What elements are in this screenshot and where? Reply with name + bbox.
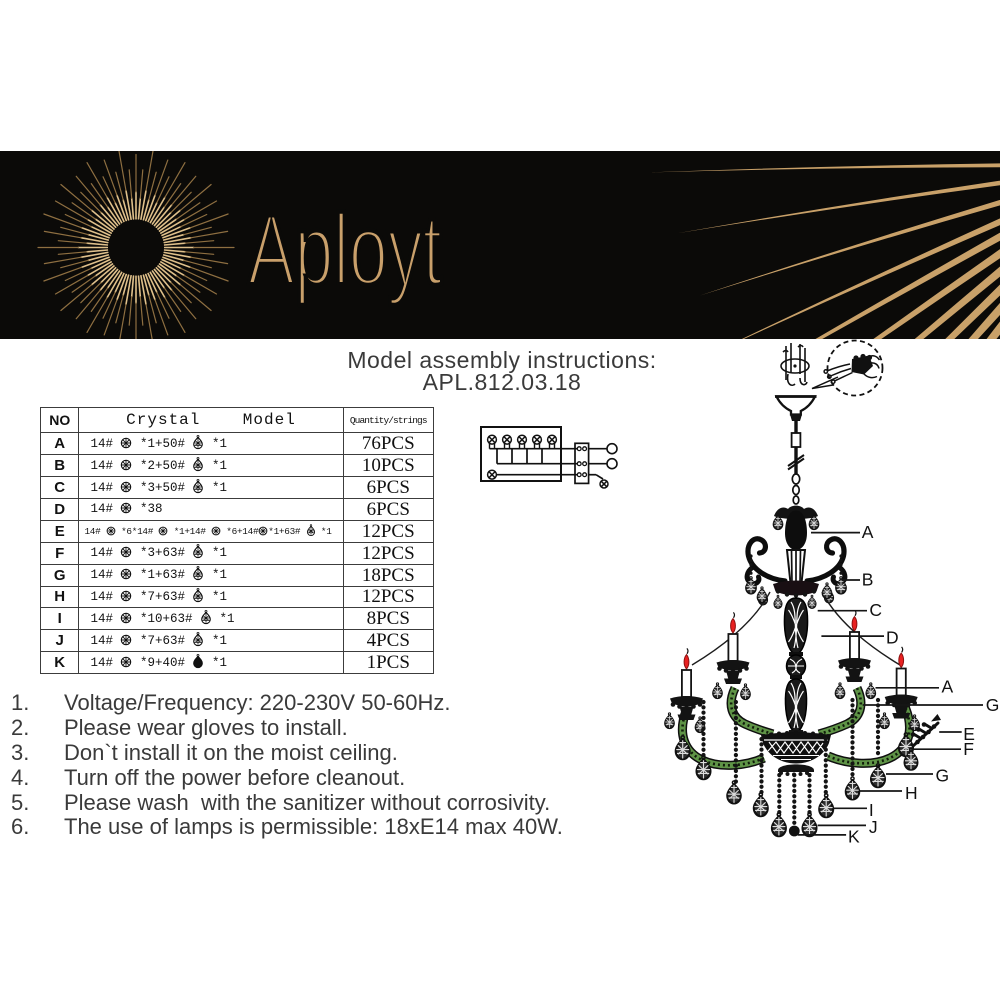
svg-text:F: F xyxy=(963,739,974,759)
svg-text:I: I xyxy=(869,800,874,820)
svg-text:E: E xyxy=(963,724,975,744)
svg-text:K: K xyxy=(848,827,860,847)
svg-text:G: G xyxy=(986,695,1000,715)
svg-text:H: H xyxy=(905,783,918,803)
svg-text:A: A xyxy=(942,676,954,696)
svg-text:J: J xyxy=(869,817,878,837)
svg-text:Aployt: Aployt xyxy=(248,194,442,306)
svg-text:G: G xyxy=(936,766,950,786)
svg-text:D: D xyxy=(886,628,899,648)
svg-text:B: B xyxy=(862,569,874,589)
svg-text:C: C xyxy=(869,600,882,620)
svg-text:A: A xyxy=(862,522,874,542)
